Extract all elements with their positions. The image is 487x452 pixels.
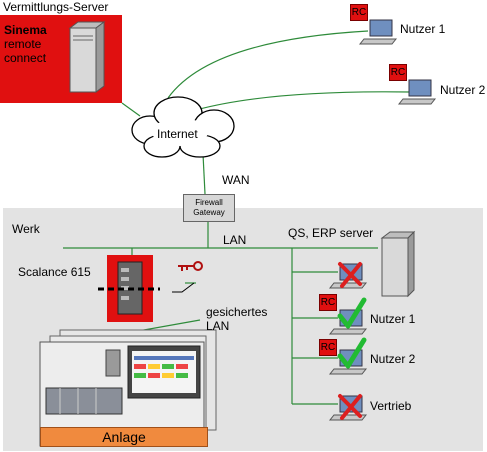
scalance-label: Scalance 615 xyxy=(18,265,91,279)
firewall-label: Firewall xyxy=(195,198,223,207)
switch-symbol xyxy=(172,282,195,293)
rc-badge: RC xyxy=(350,4,368,21)
cross-icon xyxy=(338,262,362,288)
qs-server-label: QS, ERP server xyxy=(288,226,374,240)
server-brand: Sinema xyxy=(4,23,47,37)
remote-user-label: Nutzer 1 xyxy=(400,22,446,36)
laptop-icon xyxy=(358,19,398,45)
plant-label: Anlage xyxy=(40,427,208,447)
check-icon xyxy=(337,297,367,329)
rc-badge: RC xyxy=(319,294,337,311)
firewall-gateway: Firewall Gateway xyxy=(183,194,235,222)
secure-lan-label: LAN xyxy=(206,319,230,333)
werk-label: Werk xyxy=(12,222,40,236)
lan-label: LAN xyxy=(223,233,247,247)
rc-badge: RC xyxy=(319,339,337,356)
local-user-label: Nutzer 1 xyxy=(370,312,416,326)
remote-user-label: Nutzer 2 xyxy=(440,83,486,97)
small-switch-icon xyxy=(105,349,121,377)
internet-label: Internet xyxy=(157,127,198,141)
gateway-label: Gateway xyxy=(193,208,225,217)
secure-lan-label: gesichertes xyxy=(206,305,268,319)
connection-lines xyxy=(59,30,411,405)
wan-label: WAN xyxy=(222,173,250,187)
laptop-icon xyxy=(397,79,437,105)
plc-icon xyxy=(45,387,123,415)
rc-badge: RC xyxy=(389,64,407,81)
key-icon xyxy=(178,261,203,271)
qs-server-tower-icon xyxy=(380,230,416,298)
server-tower-icon xyxy=(68,21,106,93)
local-user-label: Vertrieb xyxy=(370,399,412,413)
check-icon xyxy=(337,337,367,369)
server-product-line: connect xyxy=(4,51,47,65)
server-caption: Vermittlungs-Server xyxy=(3,0,109,14)
local-user-label: Nutzer 2 xyxy=(370,352,416,366)
hmi-panel-icon xyxy=(127,345,201,399)
server-product-line: remote xyxy=(4,37,42,51)
internet-cloud-icon xyxy=(131,96,235,158)
cross-icon xyxy=(338,394,362,420)
